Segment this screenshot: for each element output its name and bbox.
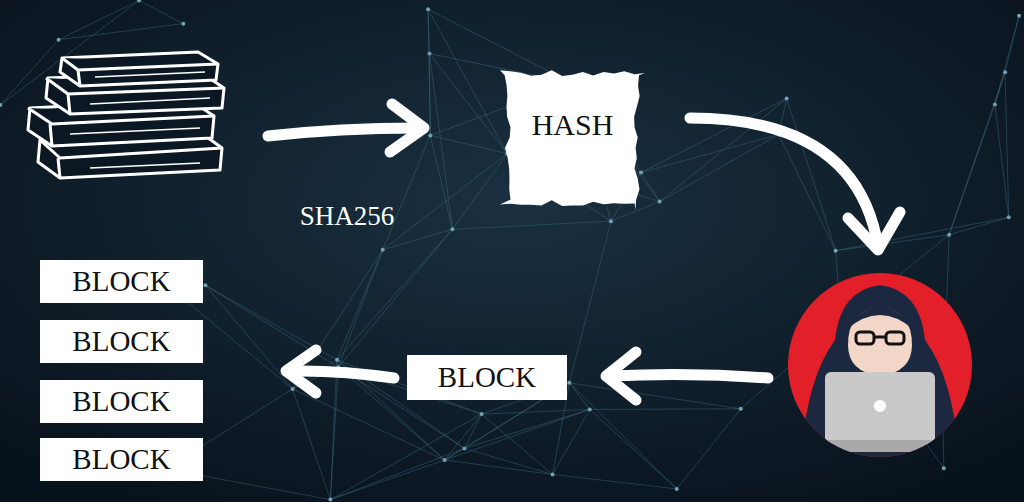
hash-function-label: SHA256 [300,203,395,230]
arrow-head [286,350,316,393]
block-text: BLOCK [72,387,170,416]
block-text: BLOCK [72,267,170,296]
block-box: BLOCK [40,260,203,303]
hash-paper: HASH [500,65,645,210]
arrow-head [390,104,424,152]
block-text: BLOCK [72,327,170,356]
arrow [610,374,768,378]
arrow-head [848,212,900,250]
arrow [268,128,418,136]
block-box: BLOCK [407,355,567,400]
block-box: BLOCK [40,320,203,363]
hacker-illustration [788,273,972,470]
block-text: BLOCK [72,445,170,474]
arrow-head [606,352,636,400]
books-illustration [28,52,224,178]
block-box: BLOCK [40,380,203,423]
block-text: BLOCK [438,363,536,392]
block-box: BLOCK [40,438,203,481]
hash-text: HASH [532,110,614,140]
arrow [290,371,394,378]
